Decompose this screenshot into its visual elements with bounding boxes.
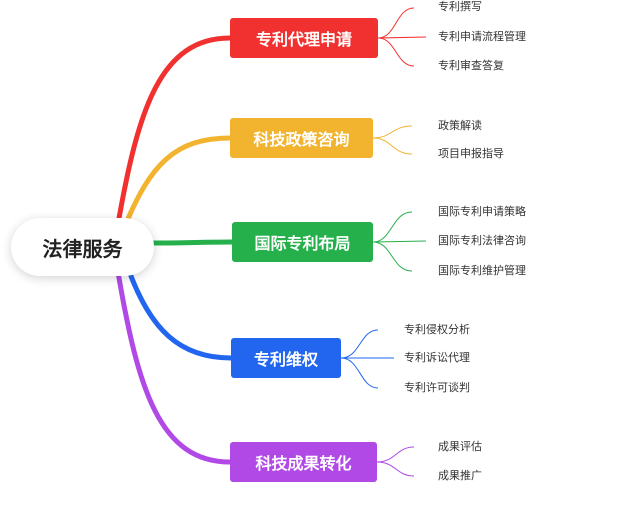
- leaf-item: 政策解读: [438, 119, 482, 132]
- branch-transfer: 科技成果转化: [230, 442, 377, 482]
- connector-policy-consult: [122, 135, 233, 229]
- root-node: 法律服务: [11, 218, 154, 276]
- connector-transfer: [115, 269, 233, 465]
- leaf-connectors-patent-agency: [377, 7, 427, 67]
- leaf-connectors-intl: [372, 211, 427, 272]
- leaf-item: 专利诉讼代理: [404, 351, 470, 364]
- leaf-item: 项目申报指导: [438, 147, 504, 160]
- branch-policy-consult: 科技政策咨询: [230, 118, 373, 158]
- leaf-item: 国际专利维护管理: [438, 264, 526, 277]
- branch-enforcement: 专利维权: [231, 338, 341, 378]
- leaf-item: 专利申请流程管理: [438, 30, 526, 43]
- connector-patent-agency: [115, 35, 233, 227]
- connector-intl-layout: [151, 239, 235, 246]
- leaf-item: 成果推广: [438, 469, 482, 482]
- leaf-item: 成果评估: [438, 440, 482, 453]
- branch-intl-layout: 国际专利布局: [232, 222, 373, 262]
- leaf-item: 专利审查答复: [438, 59, 504, 72]
- leaf-item: 专利撰写: [438, 0, 482, 13]
- leaf-connectors-enforcement: [340, 329, 394, 389]
- leaf-connectors-transfer: [376, 446, 415, 477]
- leaf-item: 国际专利法律咨询: [438, 234, 526, 247]
- connector-enforcement: [125, 265, 234, 361]
- leaf-item: 专利许可谈判: [404, 381, 470, 394]
- leaf-item: 专利侵权分析: [404, 323, 470, 336]
- leaf-item: 国际专利申请策略: [438, 205, 526, 218]
- branch-patent-agency: 专利代理申请: [230, 18, 378, 58]
- leaf-connectors-policy: [372, 125, 413, 155]
